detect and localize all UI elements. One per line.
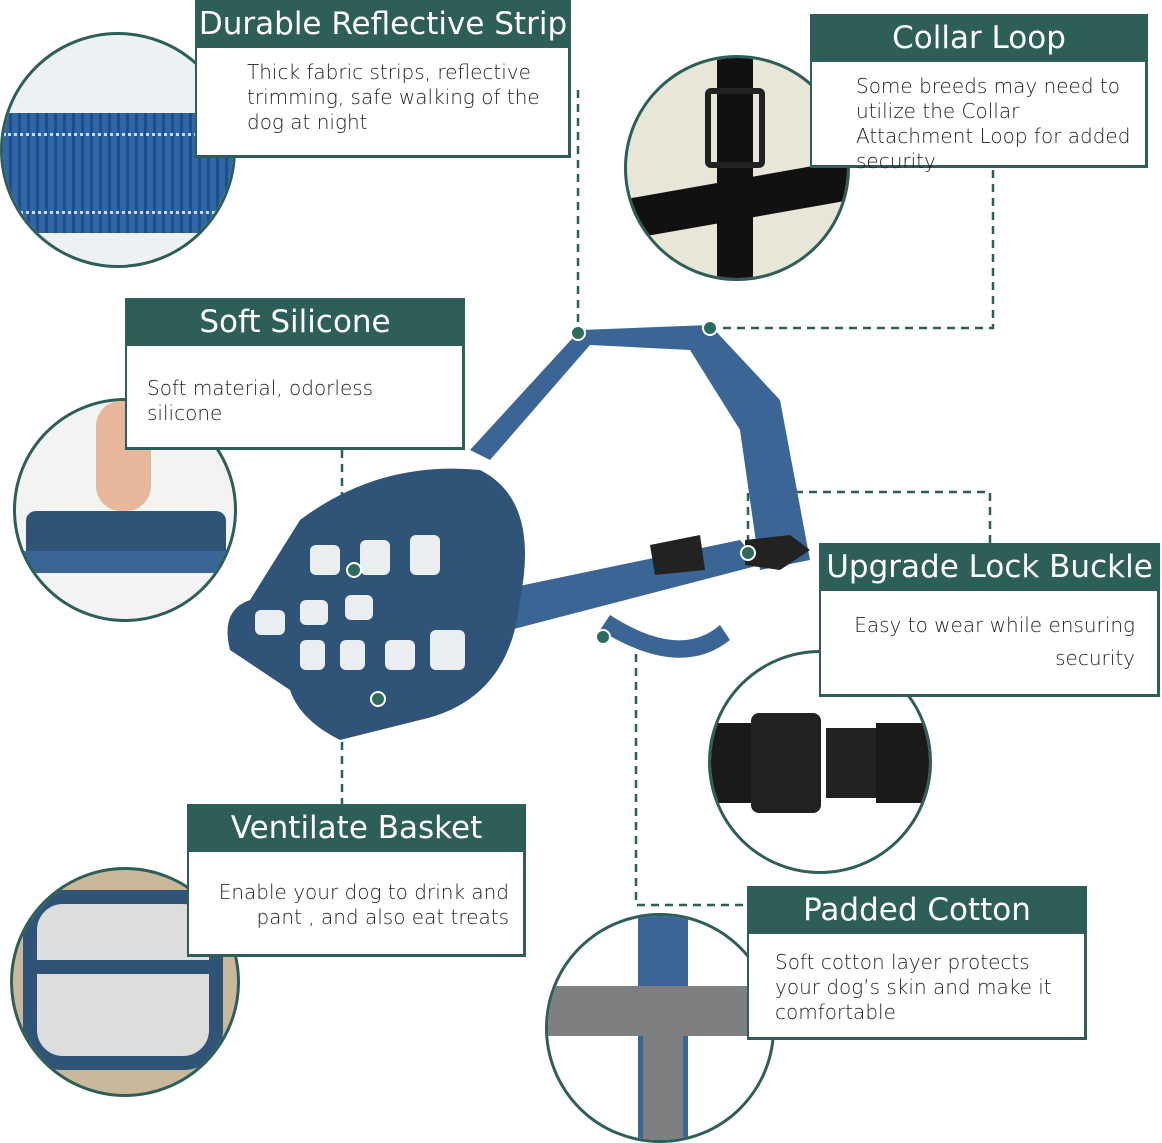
basket-image (10, 867, 240, 1097)
feature-text: Thick fabric strips, reflective trimming… (247, 60, 540, 134)
muzzle-product-image (227, 325, 810, 740)
feature-soft-silicone: Soft Silicone Soft material, odorless si… (125, 298, 465, 450)
feature-title: Ventilate Basket (187, 804, 526, 852)
feature-padded-cotton: Padded Cotton Soft cotton layer protects… (747, 886, 1087, 1040)
feature-title: Durable Reflective Strip (195, 0, 571, 48)
feature-title: Upgrade Lock Buckle (819, 543, 1160, 591)
feature-upgrade-lock-buckle: Upgrade Lock Buckle Easy to wear while e… (819, 543, 1160, 697)
feature-text: Easy to wear while ensuring security (854, 613, 1135, 670)
feature-text: Soft material, odorless silicone (147, 376, 374, 425)
feature-durable-reflective-strip: Durable Reflective Strip Thick fabric st… (195, 0, 571, 158)
feature-title: Soft Silicone (125, 298, 465, 346)
feature-title: Collar Loop (810, 14, 1148, 62)
feature-text: Some breeds may need to utilize the Coll… (856, 74, 1131, 173)
feature-text: Soft cotton layer protects your dog’s sk… (775, 950, 1052, 1024)
feature-title: Padded Cotton (747, 886, 1087, 934)
feature-collar-loop: Collar Loop Some breeds may need to util… (810, 14, 1148, 173)
feature-text: Enable your dog to drink and pant , and … (218, 880, 509, 929)
feature-ventilate-basket: Ventilate Basket Enable your dog to drin… (187, 804, 526, 957)
padded-cotton-image (545, 913, 775, 1143)
